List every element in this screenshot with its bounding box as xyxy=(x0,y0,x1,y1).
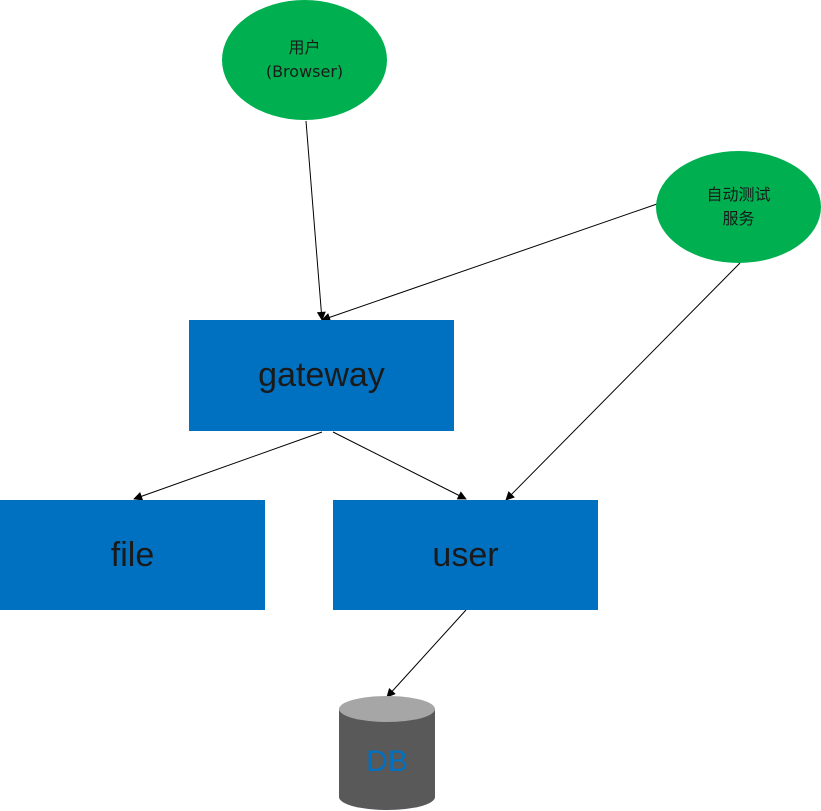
browser-node-label-cn: 用户 xyxy=(288,38,321,57)
edge-browser-to-gateway xyxy=(305,120,326,321)
file-node: file xyxy=(0,500,265,610)
edge-user-to-db xyxy=(386,609,467,698)
browser-node: 用户 (Browser) xyxy=(222,0,387,120)
edge-autotest-to-user xyxy=(505,262,741,501)
edge-group xyxy=(133,120,741,698)
db-cylinder-icon xyxy=(339,696,435,810)
edge-autotest-to-gateway xyxy=(321,203,658,322)
db-cylinder-body xyxy=(339,709,435,810)
autotest-node-label-line2: 服务 xyxy=(722,209,755,228)
file-node-label: file xyxy=(110,535,155,574)
user-node-label: user xyxy=(432,535,499,574)
db-node-label: DB xyxy=(366,745,408,778)
autotest-node-label-line1: 自动测试 xyxy=(706,185,771,204)
edge-gateway-to-file xyxy=(133,431,323,501)
db-cylinder-top xyxy=(339,696,435,722)
autotest-service-node: 自动测试 服务 xyxy=(656,151,821,263)
user-node: user xyxy=(333,500,598,610)
gateway-node-label: gateway xyxy=(258,356,385,394)
browser-node-label-en: (Browser) xyxy=(265,62,344,81)
gateway-node: gateway xyxy=(189,320,454,431)
edge-gateway-to-user xyxy=(332,431,467,500)
